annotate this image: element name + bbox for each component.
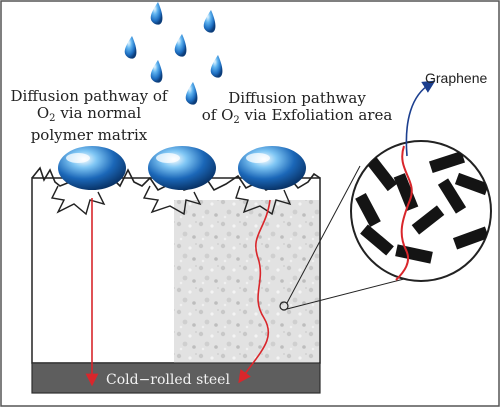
graphene-arrow [405, 80, 436, 157]
droplet-icon [150, 2, 163, 25]
droplet-icon [124, 36, 137, 59]
surface-droplets [58, 146, 306, 190]
steel-substrate [31, 362, 321, 394]
exfoliation-label: Diffusion pathway of O2 via Exfoliation … [186, 90, 408, 129]
droplet-icon [58, 146, 126, 190]
graphene-zoom-view [350, 140, 492, 282]
droplet-icon [150, 60, 163, 83]
graphene-label: Graphene [425, 70, 488, 86]
oxygen-droplets [124, 2, 223, 105]
label-line: Diffusion pathway [228, 89, 366, 107]
droplet-icon [203, 10, 216, 33]
droplet-icon [210, 55, 223, 78]
substrate-label: Cold−rolled steel [106, 372, 230, 388]
graphene-flakes [355, 151, 490, 264]
droplet-icon [238, 146, 306, 190]
coating-layer [31, 166, 321, 364]
label-line: polymer matrix [30, 126, 148, 144]
exfoliation-area [174, 200, 319, 363]
label-line: Diffusion pathway of [10, 87, 168, 105]
exfoliation-diffusion-path [238, 199, 271, 384]
label-line: O2 via normal [36, 104, 142, 125]
normal-matrix-label: Diffusion pathway of O2 via normal polym… [4, 88, 174, 144]
droplet-icon [174, 34, 187, 57]
zoom-point [279, 301, 289, 311]
zoom-diffusion-path [395, 145, 413, 281]
droplet-icon [185, 82, 198, 105]
label-line: of O2 via Exfoliation area [201, 106, 393, 127]
droplet-icon [148, 146, 216, 190]
